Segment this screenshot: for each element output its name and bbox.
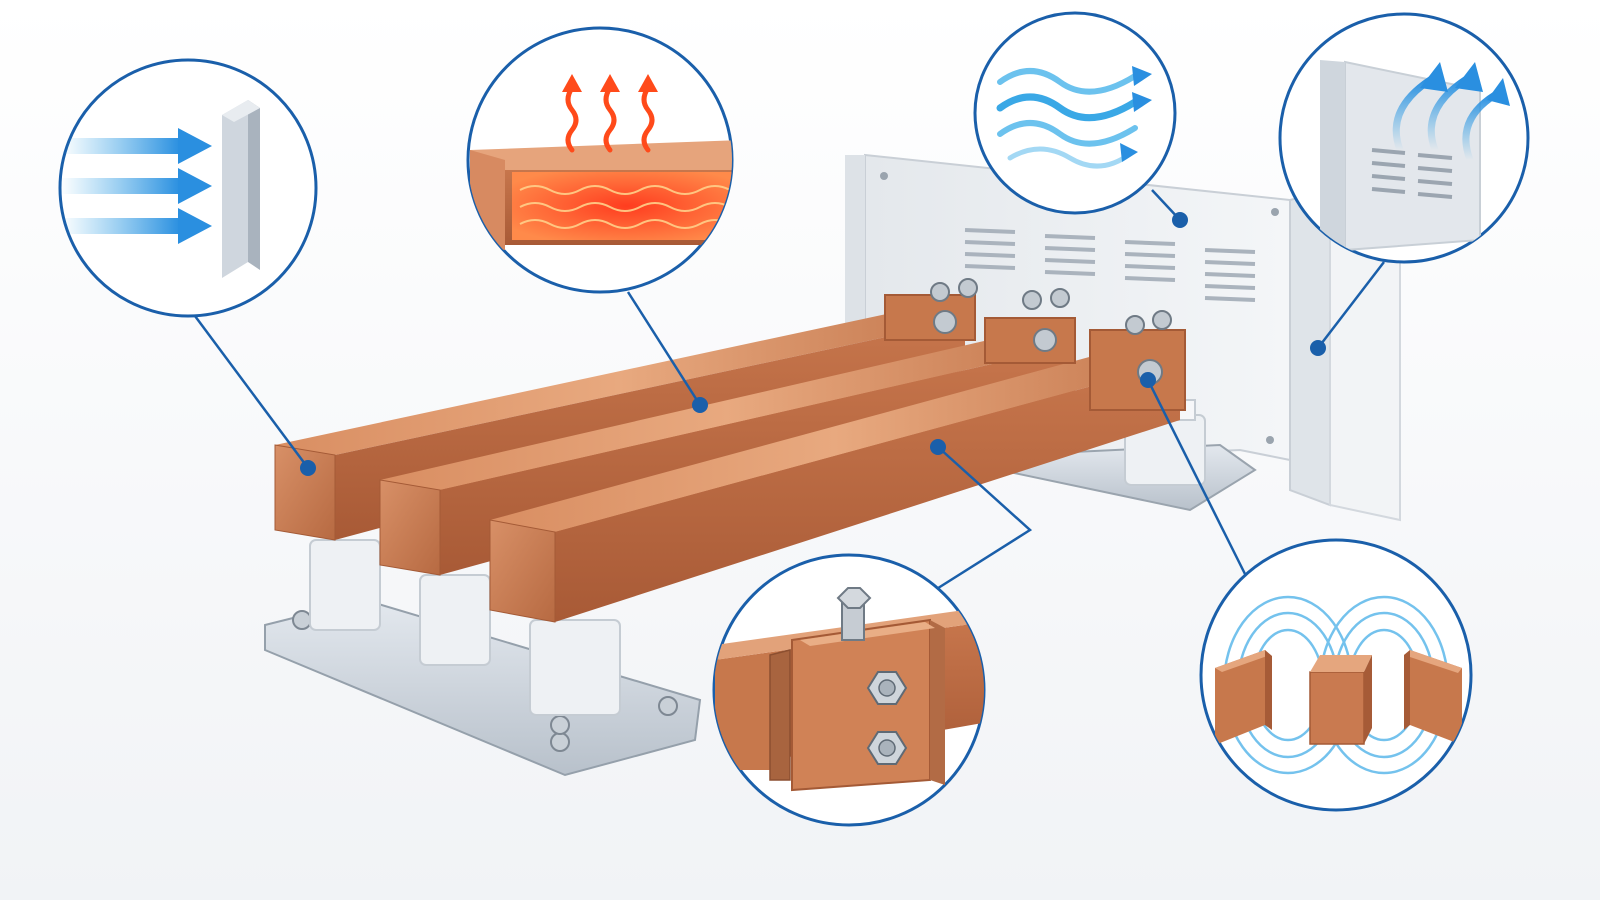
callout-magnetic-field	[1199, 538, 1473, 812]
leader-lines	[193, 189, 1385, 592]
callout-convective-exhaust	[1278, 12, 1530, 264]
heat-rising-icon	[470, 74, 732, 250]
magnetic-field-icon	[1215, 595, 1462, 775]
busbar-front	[489, 350, 1180, 623]
bolted-joint-icon	[715, 587, 984, 792]
airflow-barrier-icon	[60, 100, 260, 278]
bolt-front	[866, 671, 908, 765]
wind-flow-icon	[996, 66, 1152, 169]
rear-joint-clamps	[884, 278, 1186, 411]
conductor-right	[1404, 650, 1462, 745]
front-insulators	[309, 539, 621, 716]
callout-bolted-joint	[712, 553, 986, 827]
rising-air-icon	[1320, 60, 1510, 262]
callout-heat-dissipation	[466, 26, 734, 294]
callout-airflow-barrier	[58, 58, 318, 318]
conductor-left	[1215, 650, 1272, 745]
callout-enclosure-ventilation	[973, 11, 1177, 215]
bolt-top	[836, 587, 872, 641]
enclosure-vents	[964, 228, 1256, 302]
leader-dots	[300, 212, 1326, 476]
conductor-center	[1309, 655, 1372, 745]
